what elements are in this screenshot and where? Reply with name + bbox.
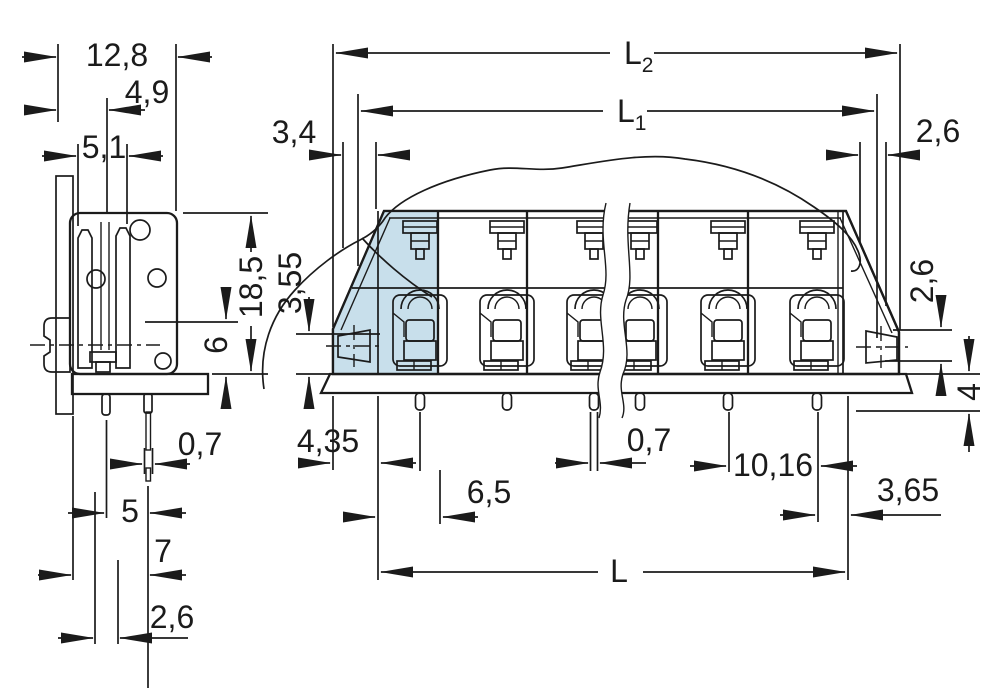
fixing-clip-side <box>43 317 71 373</box>
dim-length: L <box>610 553 628 589</box>
solder-pin-side <box>101 393 153 482</box>
dim-last-pin: 3,65 <box>877 472 939 508</box>
dim-left-wall: 3,4 <box>272 114 316 150</box>
cable-outline-tail <box>361 237 433 298</box>
terminal-body-side <box>68 211 179 376</box>
clamp-finger <box>77 229 93 369</box>
dim-clip: 2,6 <box>904 259 940 303</box>
dim-pin-depth: 7 <box>154 533 172 569</box>
clamp-finger <box>115 227 131 369</box>
dim-l1-sub: 1 <box>635 112 647 135</box>
dim-l1-base: L <box>617 93 635 129</box>
pcb-front <box>319 372 914 395</box>
dim-tail-width: 2,6 <box>150 599 194 635</box>
dimension-arrows <box>22 51 257 644</box>
pcb-side <box>70 372 210 396</box>
mounting-wall-hatched <box>55 175 74 415</box>
end-clip-right <box>856 326 908 368</box>
housing-hole <box>154 352 172 370</box>
break-band <box>598 203 630 418</box>
housing-hole <box>129 219 151 241</box>
dim-l2-sub: 2 <box>642 54 654 77</box>
cable-outline <box>261 155 861 390</box>
dim-l2-base: L <box>624 35 642 71</box>
screw-actuator <box>489 220 525 260</box>
dim-overall-width: 12,8 <box>86 37 148 73</box>
end-clip-left <box>326 325 380 367</box>
dim-pin-length: 4 <box>951 383 987 401</box>
dim-l1: L1 <box>617 93 646 135</box>
wire-clamp <box>789 289 845 371</box>
dim-flange: 3,55 <box>272 252 308 314</box>
housing-hole <box>86 269 106 289</box>
dim-lower-height: 6 <box>198 336 234 354</box>
dim-pin-width-side: 0,7 <box>178 426 222 462</box>
solder-pins-front <box>414 392 823 411</box>
dim-pin-spacing: 5 <box>121 493 139 529</box>
dim-first-pin: 4,35 <box>297 423 359 459</box>
dim-pitch: 10,16 <box>733 447 813 483</box>
dim-pin-offset: 4,9 <box>125 74 169 110</box>
dim-l2: L2 <box>624 35 653 77</box>
extension-lines <box>296 44 980 580</box>
dim-pin-width-front: 0,7 <box>627 422 671 458</box>
dim-screw-offset: 6,5 <box>467 474 511 510</box>
break-line <box>620 202 631 419</box>
break-line <box>597 202 607 419</box>
front-view <box>261 155 914 419</box>
pole-dividers <box>436 211 750 374</box>
screw-actuator <box>710 220 746 260</box>
side-view <box>30 175 210 482</box>
front-view-dimensions: L2 L1 3,4 2,6 3,55 2,6 4 4,35 0,7 <box>272 35 987 589</box>
housing-hole <box>147 268 167 288</box>
dim-right-top: 2,6 <box>916 113 960 149</box>
dim-body-height: 18,5 <box>233 256 269 318</box>
screw-actuator <box>799 220 835 260</box>
dim-slot-width: 5,1 <box>82 129 126 165</box>
side-view-dimensions: 12,8 4,9 5,1 18,5 6 0,7 5 7 2,6 <box>22 37 269 688</box>
